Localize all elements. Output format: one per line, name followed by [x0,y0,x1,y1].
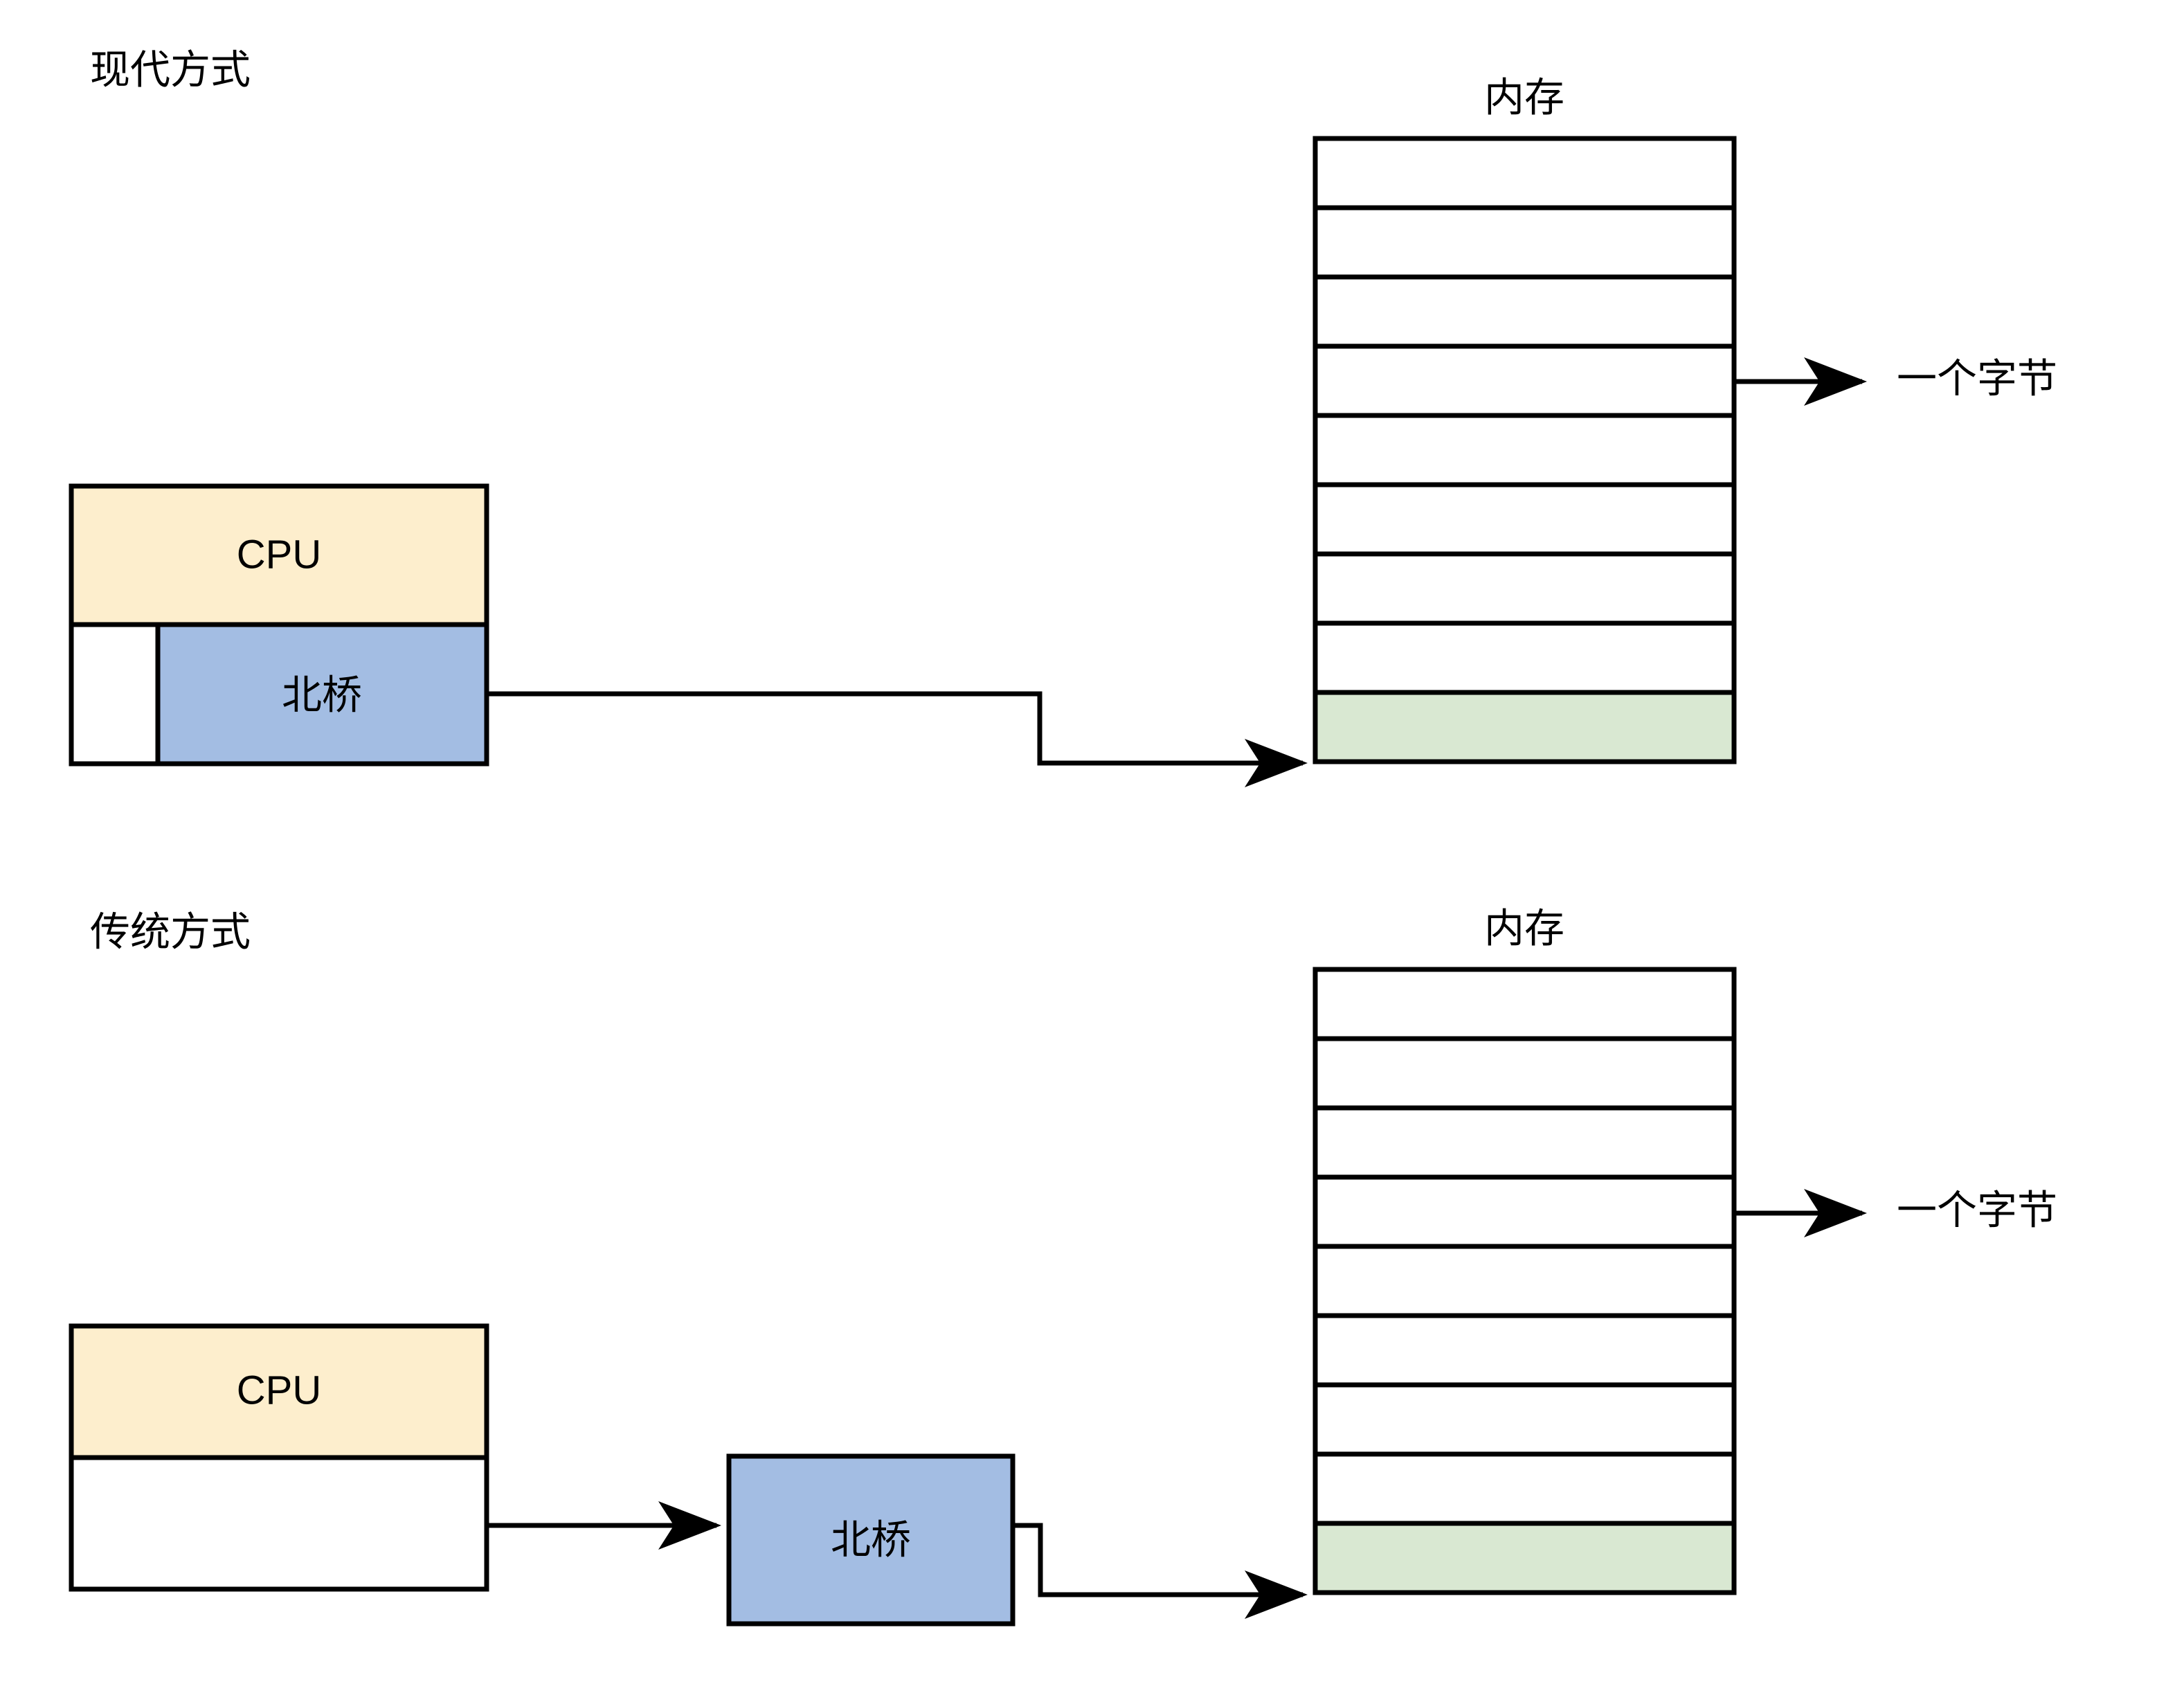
memory-cell[interactable] [1312,1382,1737,1457]
connector-northbridge-to-memory-modern [487,691,1308,787]
memory-block-modern [1312,136,1737,764]
memory-cell-highlighted[interactable] [1312,1521,1737,1595]
cpu-package-traditional: CPU [69,1323,489,1592]
memory-title-modern: 内存 [1484,75,1564,120]
memory-cell[interactable] [1312,413,1737,487]
northbridge-block-traditional[interactable] [726,1453,1016,1627]
memory-title-traditional: 内存 [1484,906,1564,951]
northbridge-label-traditional: 北桥 [831,1517,911,1562]
memory-cell[interactable] [1312,343,1737,418]
cpu-block-modern[interactable] [69,483,489,627]
memory-cell-highlighted[interactable] [1312,690,1737,764]
memory-cell[interactable] [1312,1174,1737,1249]
byte-annotation-label-traditional: 一个字节 [1897,1188,2057,1233]
memory-cell[interactable] [1312,136,1737,210]
northbridge-chip-traditional: 北桥 [726,1453,1016,1627]
memory-cell[interactable] [1312,1244,1737,1318]
cpu-package-modern: CPU 北桥 [69,483,489,767]
cpu-empty-cell-traditional [69,1455,489,1592]
memory-cell[interactable] [1312,551,1737,626]
memory-cell[interactable] [1312,1451,1737,1526]
memory-cell[interactable] [1312,482,1737,557]
memory-cell[interactable] [1312,274,1737,349]
memory-cell[interactable] [1312,620,1737,695]
northbridge-block-modern[interactable] [155,622,489,767]
cpu-label-traditional: CPU [237,1368,321,1413]
connector-northbridge-to-memory-traditional [1013,1523,1308,1619]
memory-cell[interactable] [1312,1105,1737,1180]
memory-cell[interactable] [1312,967,1737,1041]
memory-cell[interactable] [1312,205,1737,280]
section-modern: 现代方式 CPU 北桥 内存 [69,47,2057,787]
cpu-empty-cell-modern [69,622,161,767]
memory-block-traditional [1312,967,1737,1595]
cpu-label-modern: CPU [237,532,321,577]
section-title-modern: 现代方式 [90,47,251,92]
memory-cell[interactable] [1312,1313,1737,1388]
section-traditional: 传统方式 CPU 北桥 内存 [69,906,2057,1627]
byte-annotation-label-modern: 一个字节 [1897,356,2057,401]
section-title-traditional: 传统方式 [90,909,251,954]
northbridge-label-modern: 北桥 [282,672,362,717]
memory-cell[interactable] [1312,1036,1737,1111]
